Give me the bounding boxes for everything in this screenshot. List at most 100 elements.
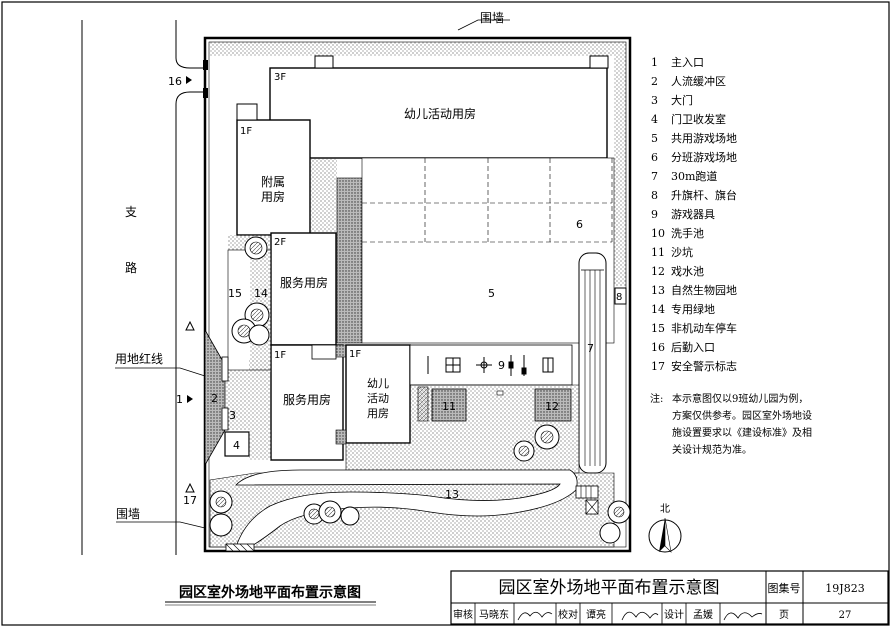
main-building-label: 幼儿活动用房 [404, 106, 476, 121]
legend-text: 自然生物园地 [671, 283, 737, 297]
north-label: 北 [660, 503, 670, 515]
main-entrance-arrow [187, 395, 193, 403]
legend-number: 4 [651, 113, 658, 126]
marker-3: 3 [229, 409, 236, 422]
main-activity-building [269, 67, 608, 159]
annex-label-2: 用房 [261, 189, 285, 204]
wall-label-bottom: 围墙 [116, 507, 140, 521]
legend-number: 5 [651, 132, 658, 145]
designer-signature [723, 612, 763, 621]
bottom-gate [225, 543, 255, 552]
legend-text: 大门 [671, 93, 693, 107]
class-play-fields [362, 158, 613, 243]
marker-2: 2 [211, 392, 218, 405]
marker-5: 5 [488, 287, 495, 300]
marker-11: 11 [442, 400, 456, 413]
marker-12: 12 [545, 400, 559, 413]
green-strip-top [209, 42, 626, 56]
road-label-1: 支 [125, 205, 137, 219]
legend-text: 沙坑 [671, 245, 693, 259]
warning-sign-icon [185, 320, 195, 331]
marker-16: 16 [168, 75, 182, 88]
legend-number: 10 [651, 227, 665, 240]
check-label: 校对 [558, 608, 578, 621]
wall-label-top: 围墙 [480, 11, 504, 25]
legend-number: 6 [651, 151, 658, 164]
checker-signature [621, 611, 659, 621]
activity-label-2: 活动 [367, 392, 389, 405]
legend-number: 8 [651, 189, 658, 202]
marker-17: 17 [183, 494, 197, 507]
tree-cluster-center [513, 424, 560, 462]
buffer-zone [225, 370, 270, 430]
green-strip-right [614, 56, 626, 286]
page-number: 27 [839, 610, 852, 621]
water-pool [534, 388, 572, 422]
activity-label-3: 用房 [367, 407, 389, 420]
sand-pit [431, 388, 467, 422]
service1-floor: 2F [274, 237, 286, 248]
checker-name: 谭亮 [586, 608, 606, 621]
design-label: 设计 [664, 608, 684, 621]
warning-sign-icon-2 [185, 482, 195, 493]
note: 本示意图仅以9班幼儿园为例，方案仅供参考。园区室外场地设施设置要求以《建设标准》… [672, 392, 812, 456]
note-line: 方案仅供参考。园区室外场地设 [672, 409, 812, 422]
legend-number: 12 [651, 265, 665, 278]
service2-floor: 1F [274, 350, 286, 361]
legend-number: 2 [651, 75, 658, 88]
legend-text: 非机动车停车 [671, 321, 737, 335]
marker-14b: 14 [254, 287, 268, 300]
legend-text: 后勤入口 [671, 341, 715, 354]
service-building-1f [270, 344, 344, 461]
branch-road: 支 路 [81, 20, 204, 555]
designer-name: 孟媛 [693, 608, 713, 621]
legend-text: 升旗杆、旗台 [671, 188, 737, 202]
activity-label-1: 幼儿 [367, 377, 389, 390]
tree-cluster-south [209, 490, 631, 544]
page-label: 页 [779, 609, 789, 621]
north-arrow-icon [648, 517, 682, 553]
marker-7: 7 [587, 342, 594, 355]
note-line: 关设计规范为准。 [672, 443, 752, 456]
guard-room [224, 431, 250, 457]
atlas-number: 19J823 [825, 582, 864, 595]
red-line-label: 用地红线 [115, 351, 163, 366]
legend-number: 15 [651, 322, 665, 335]
legend-number: 16 [651, 341, 665, 354]
legend-text: 游戏器具 [671, 208, 715, 221]
legend-number: 7 [651, 170, 658, 183]
note-prefix: 注: [650, 392, 663, 405]
marker-13: 13 [445, 488, 459, 501]
review-label: 审核 [453, 608, 473, 621]
legend-number: 13 [651, 284, 665, 297]
service1-label: 服务用房 [280, 275, 328, 290]
marker-15: 15 [228, 287, 242, 300]
marker-8: 8 [616, 292, 622, 303]
legend-text: 分班游戏场地 [671, 150, 737, 164]
legend-text: 主入口 [671, 56, 704, 69]
back-entrance [186, 60, 208, 98]
legend-text: 30m跑道 [671, 169, 717, 183]
legend-text: 戏水池 [671, 265, 704, 278]
legend-text: 共用游戏场地 [671, 131, 737, 145]
flag-platform [614, 287, 627, 305]
marker-4: 4 [233, 439, 240, 452]
note-line: 本示意图仅以9班幼儿园为例， [672, 392, 808, 405]
legend-text: 门卫收发室 [671, 112, 726, 126]
legend-text: 人流缓冲区 [671, 74, 726, 88]
atlas-label: 图集号 [768, 581, 801, 595]
annex-floor-label: 1F [240, 126, 252, 137]
road-label-2: 路 [125, 260, 137, 275]
play-equipment-icons [427, 355, 554, 376]
marker-1: 1 [176, 393, 183, 406]
annex-label-1: 附属 [261, 175, 285, 189]
legend-number: 1 [651, 56, 658, 69]
runway-30m [578, 252, 607, 474]
marker-9: 9 [498, 359, 505, 372]
legend-text: 安全警示标志 [671, 359, 737, 373]
green-14-strip [336, 177, 363, 344]
legend-number: 17 [651, 360, 665, 373]
